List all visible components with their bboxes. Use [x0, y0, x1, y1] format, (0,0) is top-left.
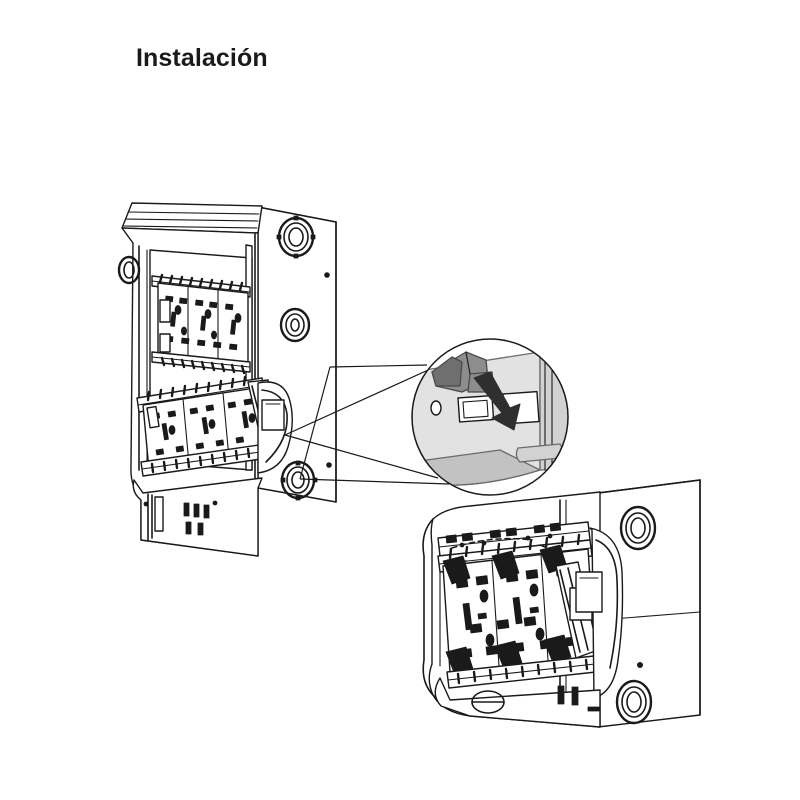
secondary-left-contour: [422, 518, 437, 699]
enclosure-mount-flange: [257, 381, 293, 474]
panel-hole-upper: [324, 272, 330, 278]
secondary-knockout-lower: [615, 679, 653, 725]
secondary-panel-view: [422, 479, 701, 728]
enclosure-bottom-housing: [132, 477, 263, 557]
panel-hole-lower: [326, 462, 332, 468]
callout-leader-lines: [284, 364, 450, 485]
secondary-clip-arrow-bm: [494, 640, 523, 670]
knockout-upper: [276, 215, 316, 259]
detail-callout-view: [411, 338, 569, 496]
secondary-clip-arrow-left: [442, 555, 471, 585]
main-enclosure-view: [117, 202, 337, 557]
motion-arc-upper: [451, 537, 533, 549]
secondary-knockout-upper: [619, 505, 657, 551]
secondary-clip-arrow-br: [543, 634, 572, 664]
din-rail-upper-lower: [151, 351, 251, 375]
callout-circle-boundary: [411, 338, 569, 496]
knockout-middle: [279, 307, 311, 343]
secondary-right-panel: [597, 479, 701, 728]
page-title: Instalación: [136, 44, 268, 72]
knockout-left-edge: [117, 255, 141, 285]
secondary-clip-arrow-mid: [491, 550, 520, 580]
secondary-mount-flange: [575, 527, 624, 699]
breaker-module-upper: [157, 282, 249, 364]
secondary-bottom-skirt: [434, 662, 644, 728]
